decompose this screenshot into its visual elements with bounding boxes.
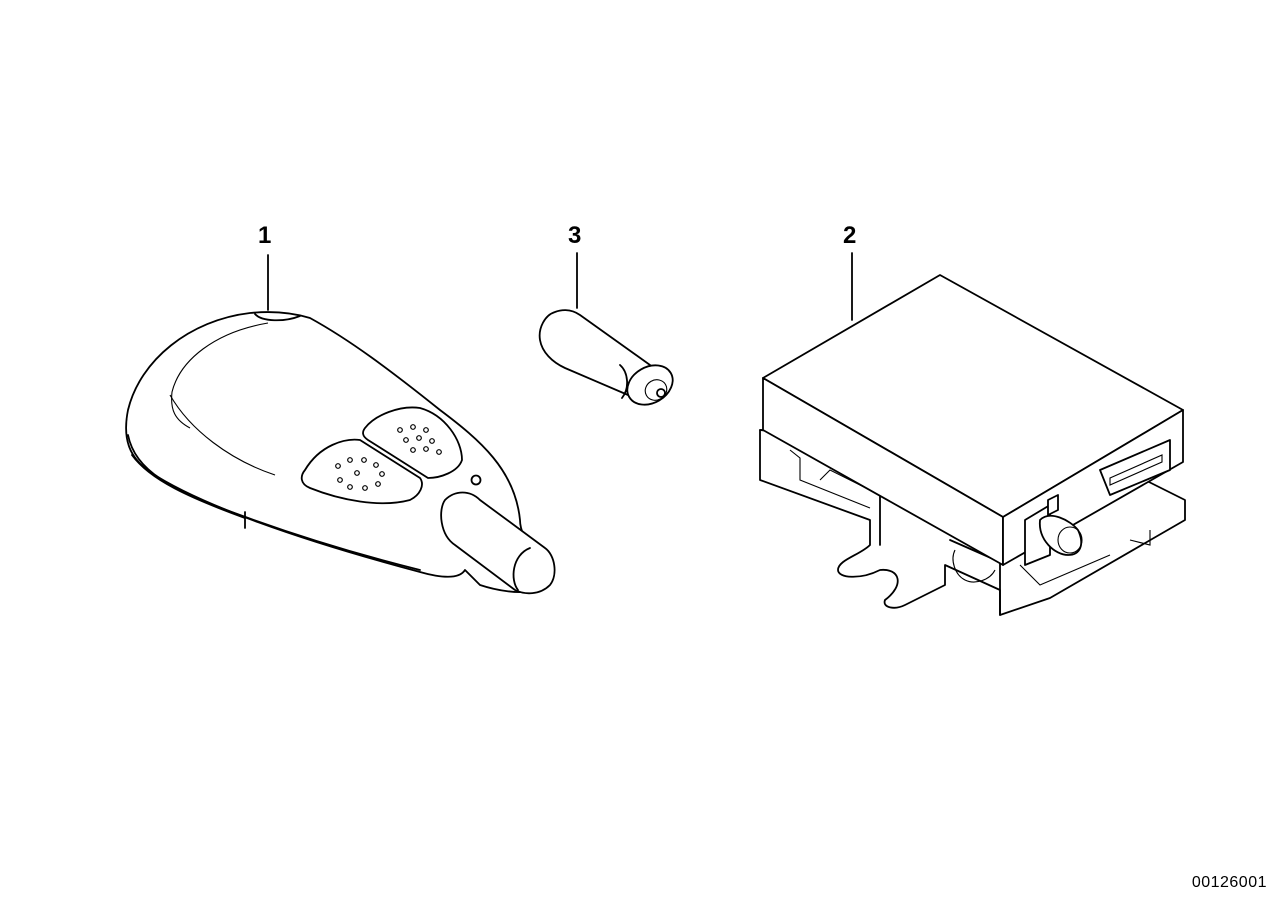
callout-label-3: 3 bbox=[568, 222, 581, 249]
control-unit-icon bbox=[759, 274, 1186, 616]
button-dots-ring bbox=[335, 457, 385, 491]
remote-key-fob-icon bbox=[125, 311, 556, 595]
callout-label-1: 1 bbox=[258, 222, 271, 249]
document-number: 00126001 bbox=[1191, 874, 1267, 891]
button-dots-grid bbox=[397, 424, 442, 455]
callout-label-2: 2 bbox=[843, 222, 856, 249]
battery-icon bbox=[538, 309, 674, 406]
